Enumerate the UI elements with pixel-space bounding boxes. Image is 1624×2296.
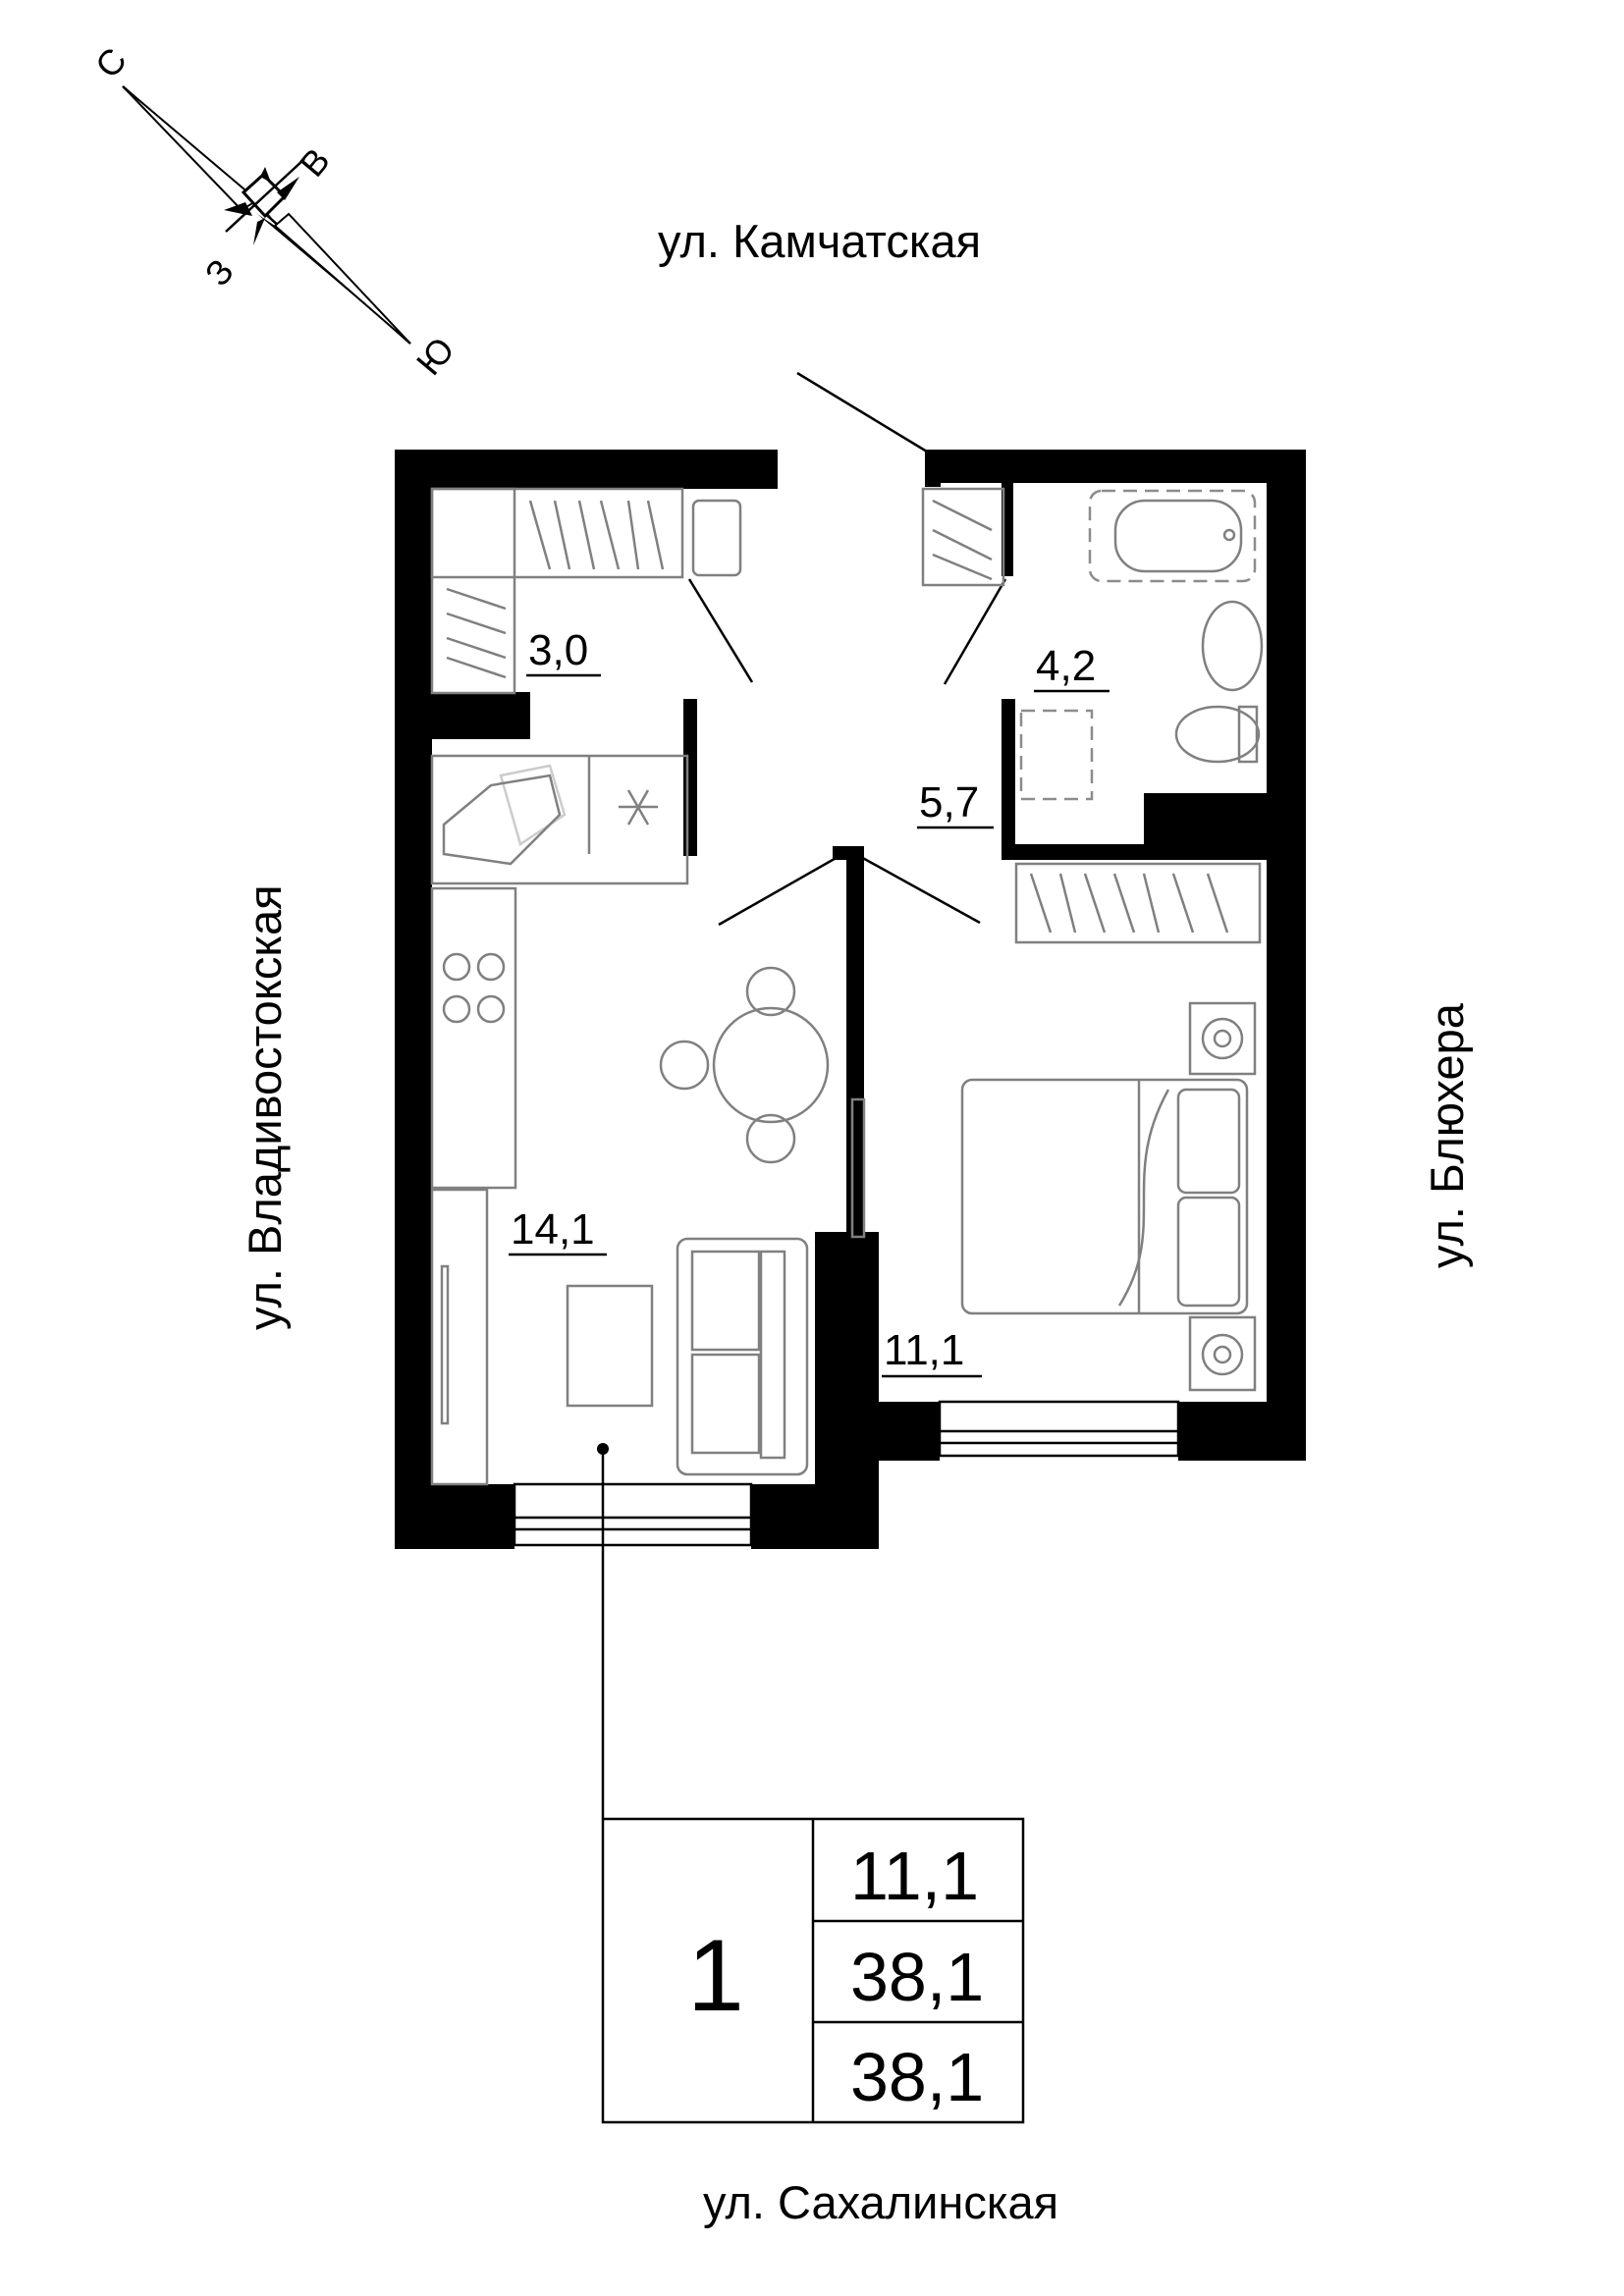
street-left-label: ул. Владивостокская <box>239 884 291 1330</box>
compass-north-label: С <box>87 40 135 85</box>
street-bottom-label: ул. Сахалинская <box>703 2176 1058 2228</box>
rooms-count: 1 <box>687 1919 744 2033</box>
compass-south-label: Ю <box>408 330 462 383</box>
room-kitchen-living-area: 14,1 <box>511 1205 595 1254</box>
walls <box>395 450 1306 1549</box>
room-wardrobe-area: 3,0 <box>528 626 588 674</box>
room-bedroom-area: 11,1 <box>884 1326 964 1374</box>
living-area-value: 11,1 <box>850 1838 979 1914</box>
total-area-with-balcony-value: 38,1 <box>850 2039 984 2115</box>
room-hall-area: 5,7 <box>919 778 979 827</box>
room-labels: 3,0 4,2 5,7 14,1 11,1 <box>509 626 1110 1378</box>
door-swings <box>687 371 1007 927</box>
compass-west-label: З <box>196 251 241 294</box>
furniture <box>430 487 1264 1547</box>
compass-rose: С В З Ю <box>87 40 462 383</box>
room-bathroom-area: 4,2 <box>1036 642 1096 690</box>
street-top-label: ул. Камчатская <box>658 215 981 267</box>
summary-table: 1 11,1 38,1 38,1 <box>601 1817 1025 2124</box>
total-area-value: 38,1 <box>850 1939 984 2015</box>
street-right-label: ул. Блюхера <box>1421 1002 1473 1268</box>
